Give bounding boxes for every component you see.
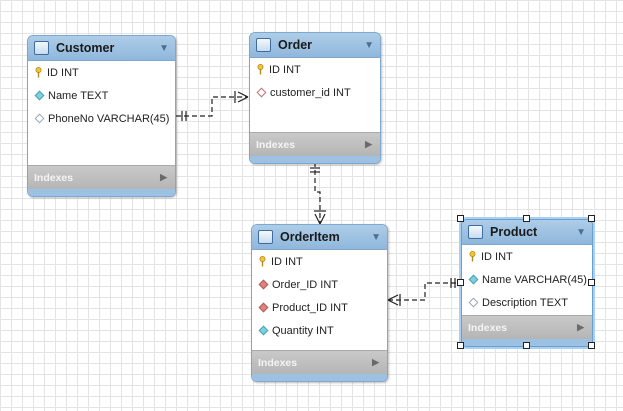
indexes-section[interactable]: Indexes ▶ [462,315,592,339]
table-bottom-bar [252,374,387,381]
column-label: ID INT [271,255,303,268]
indexes-section[interactable]: Indexes ▶ [250,132,380,156]
indexes-label: Indexes [468,321,508,334]
table-icon [256,38,271,52]
column-label: Name TEXT [48,89,109,102]
table-orderitem[interactable]: OrderItem ▼ ID INT Order_ID INT Product_… [251,224,388,382]
column-label: ID INT [481,250,513,263]
chevron-right-icon[interactable]: ▶ [372,357,379,367]
table-header[interactable]: Product ▼ [462,220,592,245]
column-label: customer_id INT [270,86,351,99]
column-row[interactable]: Name VARCHAR(45) [462,268,592,291]
column-row[interactable]: Quantity INT [252,319,387,342]
resize-handle-left[interactable] [457,279,464,286]
chevron-down-icon[interactable]: ▼ [371,231,381,243]
relationship-orderitem-product[interactable] [387,278,461,306]
column-label: Description TEXT [482,296,568,309]
table-title: Customer [56,41,115,55]
table-customer[interactable]: Customer ▼ ID INT Name TEXT PhoneNo VARC… [27,35,176,197]
column-label: ID INT [269,63,301,76]
column-diamond-filled-icon [34,90,45,101]
column-row[interactable]: ID INT [250,58,380,81]
table-icon [258,230,273,244]
column-diamond-filled-icon [468,274,479,285]
table-product[interactable]: Product ▼ ID INT Name VARCHAR(45) Descri… [461,219,593,347]
chevron-down-icon[interactable]: ▼ [159,42,169,54]
relationship-customer-order[interactable] [176,91,249,121]
table-icon [468,225,483,239]
foreign-key-icon [258,302,269,313]
chevron-down-icon[interactable]: ▼ [364,39,374,51]
column-diamond-open-icon [34,113,45,124]
table-title: Order [278,38,313,52]
table-bottom-bar [28,189,175,196]
indexes-section[interactable]: Indexes ▶ [252,350,387,374]
indexes-label: Indexes [34,171,74,184]
column-row[interactable]: customer_id INT [250,81,380,104]
primary-key-icon [468,251,477,262]
column-label: Order_ID INT [272,278,339,291]
primary-key-icon [34,67,43,78]
table-icon [34,41,49,55]
column-label: ID INT [47,66,79,79]
column-label: Product_ID INT [272,301,348,314]
column-diamond-filled-icon [258,325,269,336]
table-header[interactable]: Order ▼ [250,33,380,58]
column-row[interactable]: Order_ID INT [252,273,387,296]
resize-handle-top[interactable] [523,215,530,222]
resize-handle-bottom-left[interactable] [457,342,464,349]
indexes-label: Indexes [256,138,296,151]
column-row[interactable]: Product_ID INT [252,296,387,319]
column-label: PhoneNo VARCHAR(45) [48,112,170,125]
primary-key-icon [256,64,265,75]
table-order[interactable]: Order ▼ ID INT customer_id INT Indexes ▶ [249,32,381,164]
relationship-order-orderitem[interactable] [310,162,326,225]
indexes-section[interactable]: Indexes ▶ [28,165,175,189]
foreign-key-icon [258,279,269,290]
column-row[interactable]: Description TEXT [462,291,592,314]
column-label: Quantity INT [272,324,334,337]
column-row[interactable]: ID INT [462,245,592,268]
chevron-right-icon[interactable]: ▶ [365,139,372,149]
resize-handle-bottom[interactable] [523,342,530,349]
resize-handle-top-left[interactable] [457,215,464,222]
column-row[interactable]: ID INT [28,61,175,84]
table-header[interactable]: Customer ▼ [28,36,175,61]
table-header[interactable]: OrderItem ▼ [252,225,387,250]
resize-handle-bottom-right[interactable] [588,342,595,349]
foreign-key-open-icon [256,87,267,98]
column-row[interactable]: PhoneNo VARCHAR(45) [28,107,175,130]
table-bottom-bar [250,156,380,163]
resize-handle-right[interactable] [588,279,595,286]
chevron-right-icon[interactable]: ▶ [160,172,167,182]
chevron-down-icon[interactable]: ▼ [576,226,586,238]
indexes-label: Indexes [258,356,298,369]
column-diamond-open-icon [468,297,479,308]
primary-key-icon [258,256,267,267]
column-row[interactable]: Name TEXT [28,84,175,107]
column-row[interactable]: ID INT [252,250,387,273]
column-label: Name VARCHAR(45) [482,273,587,286]
chevron-right-icon[interactable]: ▶ [577,322,584,332]
table-title: Product [490,225,538,239]
table-title: OrderItem [280,230,340,244]
resize-handle-top-right[interactable] [588,215,595,222]
